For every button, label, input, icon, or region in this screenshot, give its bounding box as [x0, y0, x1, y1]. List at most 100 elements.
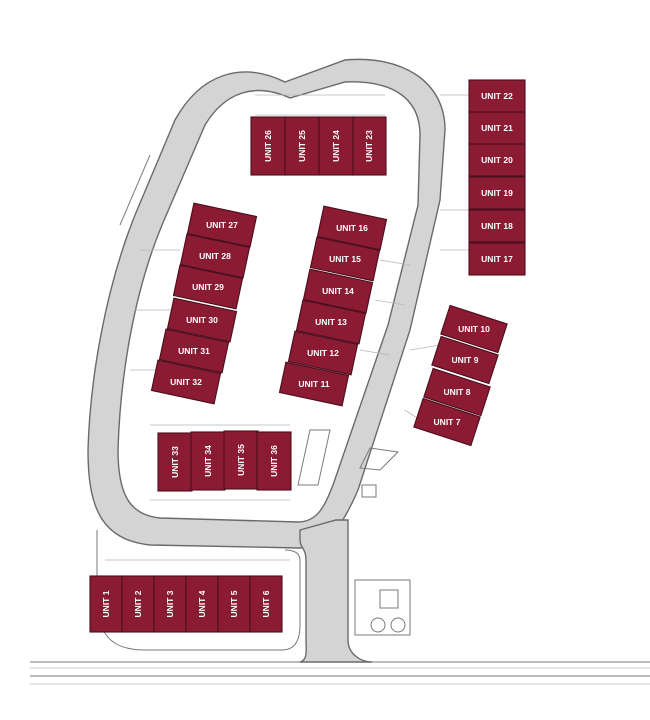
unit-26-building — [250, 116, 286, 176]
unit-28[interactable]: UNIT 28 — [179, 233, 251, 279]
unit-18-building — [468, 209, 526, 243]
unit-28-label: UNIT 28 — [199, 251, 231, 261]
unit-27-building — [186, 202, 258, 248]
unit-20[interactable]: UNIT 20 — [468, 143, 526, 177]
unit-1[interactable]: UNIT 1 — [89, 575, 123, 633]
unit-32-label: UNIT 32 — [170, 377, 202, 387]
unit-36-building — [256, 431, 292, 491]
unit-7[interactable]: UNIT 7 — [413, 397, 481, 447]
unit-3-building — [153, 575, 187, 633]
unit-24[interactable]: UNIT 24 — [318, 116, 354, 176]
unit-8-label: UNIT 8 — [444, 387, 471, 397]
unit-29[interactable]: UNIT 29 — [172, 264, 244, 310]
entrance-structures — [297, 429, 411, 636]
unit-14-building — [302, 268, 374, 314]
unit-3-label: UNIT 3 — [165, 590, 175, 617]
unit-34-building — [190, 431, 226, 491]
unit-36[interactable]: UNIT 36 — [256, 431, 292, 491]
unit-4-building — [185, 575, 219, 633]
unit-15-label: UNIT 15 — [329, 254, 361, 264]
unit-32-building — [150, 359, 222, 405]
unit-19[interactable]: UNIT 19 — [468, 176, 526, 210]
unit-11[interactable]: UNIT 11 — [278, 361, 350, 407]
unit-13-building — [295, 299, 367, 345]
unit-6-building — [249, 575, 283, 633]
unit-25-building — [284, 116, 320, 176]
unit-34[interactable]: UNIT 34 — [190, 431, 226, 491]
unit-29-building — [172, 264, 244, 310]
unit-16[interactable]: UNIT 16 — [316, 205, 388, 251]
unit-7-building — [413, 397, 481, 447]
unit-17-label: UNIT 17 — [481, 254, 513, 264]
unit-32[interactable]: UNIT 32 — [150, 359, 222, 405]
unit-1-label: UNIT 1 — [101, 590, 111, 617]
unit-22[interactable]: UNIT 22 — [468, 79, 526, 113]
unit-3[interactable]: UNIT 3 — [153, 575, 187, 633]
unit-23-building — [351, 116, 387, 176]
unit-4-label: UNIT 4 — [197, 590, 207, 617]
unit-10[interactable]: UNIT 10 — [440, 304, 508, 354]
unit-5[interactable]: UNIT 5 — [217, 575, 251, 633]
unit-27-label: UNIT 27 — [206, 220, 238, 230]
street — [30, 661, 650, 685]
unit-27[interactable]: UNIT 27 — [186, 202, 258, 248]
unit-33-building — [157, 432, 193, 492]
unit-2[interactable]: UNIT 2 — [121, 575, 155, 633]
unit-12-label: UNIT 12 — [307, 348, 339, 358]
unit-31[interactable]: UNIT 31 — [158, 328, 230, 374]
unit-13[interactable]: UNIT 13 — [295, 299, 367, 345]
unit-17[interactable]: UNIT 17 — [468, 242, 526, 276]
unit-2-label: UNIT 2 — [133, 590, 143, 617]
unit-10-label: UNIT 10 — [458, 324, 490, 334]
unit-24-label: UNIT 24 — [331, 130, 341, 162]
unit-9-building — [431, 335, 499, 385]
unit-20-label: UNIT 20 — [481, 155, 513, 165]
entrance-road — [96, 519, 373, 663]
unit-4[interactable]: UNIT 4 — [185, 575, 219, 633]
unit-9[interactable]: UNIT 9 — [431, 335, 499, 385]
unit-19-building — [468, 176, 526, 210]
unit-6-label: UNIT 6 — [261, 590, 271, 617]
unit-15-building — [309, 236, 381, 282]
unit-29-label: UNIT 29 — [192, 282, 224, 292]
unit-35-label: UNIT 35 — [236, 444, 246, 476]
unit-5-label: UNIT 5 — [229, 590, 239, 617]
unit-15[interactable]: UNIT 15 — [309, 236, 381, 282]
unit-25[interactable]: UNIT 25 — [284, 116, 320, 176]
unit-21[interactable]: UNIT 21 — [468, 111, 526, 145]
unit-2-building — [121, 575, 155, 633]
unit-33-label: UNIT 33 — [170, 446, 180, 478]
unit-21-label: UNIT 21 — [481, 123, 513, 133]
unit-34-label: UNIT 34 — [203, 445, 213, 477]
unit-17-building — [468, 242, 526, 276]
unit-14-label: UNIT 14 — [322, 286, 354, 296]
unit-33[interactable]: UNIT 33 — [157, 432, 193, 492]
unit-30[interactable]: UNIT 30 — [166, 297, 238, 343]
unit-13-label: UNIT 13 — [315, 317, 347, 327]
unit-12-building — [287, 330, 359, 376]
unit-11-label: UNIT 11 — [298, 379, 329, 389]
unit-25-label: UNIT 25 — [297, 130, 307, 162]
unit-22-building — [468, 79, 526, 113]
unit-36-label: UNIT 36 — [269, 445, 279, 477]
ring-road — [87, 58, 446, 549]
unit-23[interactable]: UNIT 23 — [351, 116, 387, 176]
unit-11-building — [278, 361, 350, 407]
unit-12[interactable]: UNIT 12 — [287, 330, 359, 376]
unit-35-building — [223, 430, 259, 490]
unit-1-building — [89, 575, 123, 633]
unit-23-label: UNIT 23 — [364, 130, 374, 162]
unit-8[interactable]: UNIT 8 — [423, 367, 491, 417]
unit-30-label: UNIT 30 — [186, 315, 218, 325]
unit-31-label: UNIT 31 — [178, 346, 210, 356]
unit-26[interactable]: UNIT 26 — [250, 116, 286, 176]
unit-8-building — [423, 367, 491, 417]
unit-18[interactable]: UNIT 18 — [468, 209, 526, 243]
unit-6[interactable]: UNIT 6 — [249, 575, 283, 633]
unit-18-label: UNIT 18 — [481, 221, 513, 231]
unit-26-label: UNIT 26 — [263, 130, 273, 162]
unit-14[interactable]: UNIT 14 — [302, 268, 374, 314]
unit-19-label: UNIT 19 — [481, 188, 513, 198]
unit-35[interactable]: UNIT 35 — [223, 430, 259, 490]
